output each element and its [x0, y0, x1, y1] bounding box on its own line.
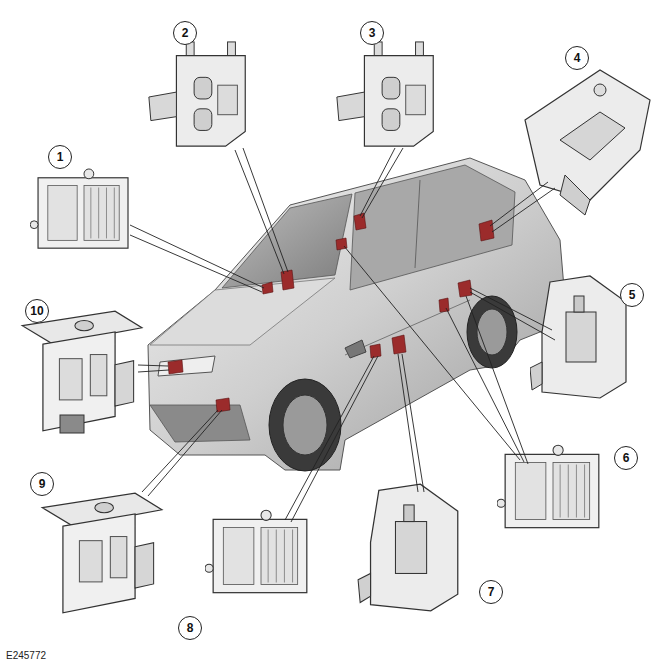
callout-number: 2 [173, 21, 197, 45]
latch-bracket [530, 276, 626, 398]
leader-line [130, 148, 555, 522]
tailgate-latch [525, 70, 650, 215]
callout-number: 5 [620, 283, 644, 307]
callout-number: 8 [178, 616, 202, 640]
switch [60, 415, 84, 433]
callout-number: 10 [25, 299, 49, 323]
callout-number: 4 [565, 46, 589, 70]
component-location [168, 213, 494, 412]
hood-latch [22, 311, 142, 431]
callout-number: 1 [48, 145, 72, 169]
hood-latch [42, 493, 162, 613]
door-latch [337, 42, 433, 146]
module [205, 510, 307, 592]
callout-number: 7 [479, 580, 503, 604]
callout-number: 3 [360, 21, 384, 45]
module [30, 169, 128, 248]
figure-code: E245772 [6, 650, 46, 661]
vehicle [148, 158, 565, 471]
callout-number: 9 [30, 472, 54, 496]
door-latch [149, 42, 245, 146]
callout-number: 6 [614, 446, 638, 470]
latch-bracket [358, 484, 458, 611]
module [497, 445, 599, 527]
